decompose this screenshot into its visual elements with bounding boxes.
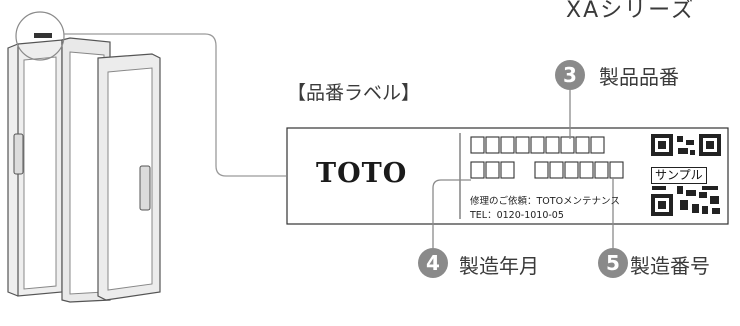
door-handle-left	[13, 133, 24, 175]
telephone-text: TEL：0120-1010-05	[470, 210, 564, 221]
connector-line	[64, 33, 286, 177]
callout-line-4	[432, 179, 471, 248]
callout-label-product-number: 製品品番	[599, 65, 679, 89]
callout-label-manufacture-date: 製造年月	[459, 254, 539, 278]
callout-badge-4: 4	[418, 248, 448, 278]
repair-contact-text: 修理のご依頼：TOTOメンテナンス	[470, 196, 620, 207]
magnifier-circle	[15, 11, 65, 61]
serial-number-boxes	[534, 161, 624, 179]
sample-stamp: サンプル	[651, 167, 707, 184]
door-label-sticker	[34, 33, 52, 38]
label-caption: 【品番ラベル】	[287, 82, 421, 104]
sliding-door-illustration	[7, 33, 161, 303]
callout-label-serial-number: 製造番号	[630, 254, 710, 278]
brand-logo: TOTO	[316, 158, 408, 189]
manufacture-date-boxes	[470, 161, 515, 179]
series-title: XAシリーズ	[566, 0, 696, 23]
callout-badge-3: 3	[555, 60, 585, 90]
callout-badge-5: 5	[598, 248, 628, 278]
product-number-boxes	[470, 136, 605, 154]
door-handle-right	[139, 165, 151, 211]
